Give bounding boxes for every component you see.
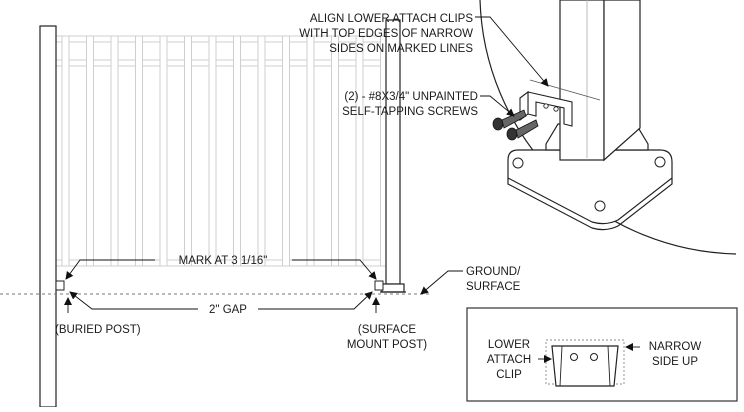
fence-picket (159, 35, 168, 267)
gap-label: 2" GAP (209, 304, 247, 316)
clip-label-line-2: ATTACH (487, 354, 531, 366)
callout-surface-post: (SURFACE MOUNT POST) (347, 324, 427, 351)
left-attach-clip (55, 280, 65, 291)
mark-label: MARK AT 3 1/16" (179, 255, 268, 267)
fence-picket (110, 35, 119, 267)
align-line-1: ALIGN LOWER ATTACH CLIPS (310, 13, 473, 25)
clip-label-line-3: CLIP (496, 369, 522, 381)
right-attach-clip (374, 280, 384, 291)
ground-line-2: SURFACE (466, 281, 521, 293)
callout-ground: GROUND/ SURFACE (466, 266, 521, 293)
ground-line-1: GROUND/ (466, 266, 521, 278)
fence-picket (86, 35, 94, 267)
callout-screws: (2) - #8X3/4" UNPAINTED SELF-TAPPING SCR… (342, 91, 478, 118)
fence-picket (61, 35, 70, 267)
clip-label-line-1: LOWER (488, 339, 530, 351)
fence-picket (208, 35, 217, 267)
callout-align-clips: ALIGN LOWER ATTACH CLIPS WITH TOP EDGES … (299, 13, 473, 55)
fence-picket (306, 35, 315, 267)
clip-inset-box (466, 307, 738, 402)
buried-post (39, 25, 57, 408)
screw-icon (492, 109, 539, 141)
align-line-3: SIDES ON MARKED LINES (329, 43, 473, 55)
fence-picket (184, 35, 192, 267)
fence-panel (56, 35, 395, 267)
surface-post-line-1: (SURFACE (358, 324, 416, 336)
fence-picket (257, 35, 266, 267)
fence-picket (331, 35, 339, 267)
surface-post-line-2: MOUNT POST) (347, 339, 427, 351)
side-label-line-2: SIDE UP (652, 356, 698, 368)
inset-clip-label: LOWER ATTACH CLIP (487, 339, 531, 381)
fence-picket (135, 35, 143, 267)
fence-picket (282, 35, 290, 267)
screws-line-2: SELF-TAPPING SCREWS (342, 106, 478, 118)
align-line-2: WITH TOP EDGES OF NARROW (299, 28, 473, 40)
buried-post-label: (BURIED POST) (55, 324, 141, 336)
inset-side-label: NARROW SIDE UP (649, 341, 702, 368)
side-label-line-1: NARROW (649, 341, 702, 353)
fence-picket (233, 35, 241, 267)
detail-magnifier (479, 0, 737, 255)
screws-line-1: (2) - #8X3/4" UNPAINTED (344, 91, 478, 103)
fence-picket (355, 35, 364, 267)
